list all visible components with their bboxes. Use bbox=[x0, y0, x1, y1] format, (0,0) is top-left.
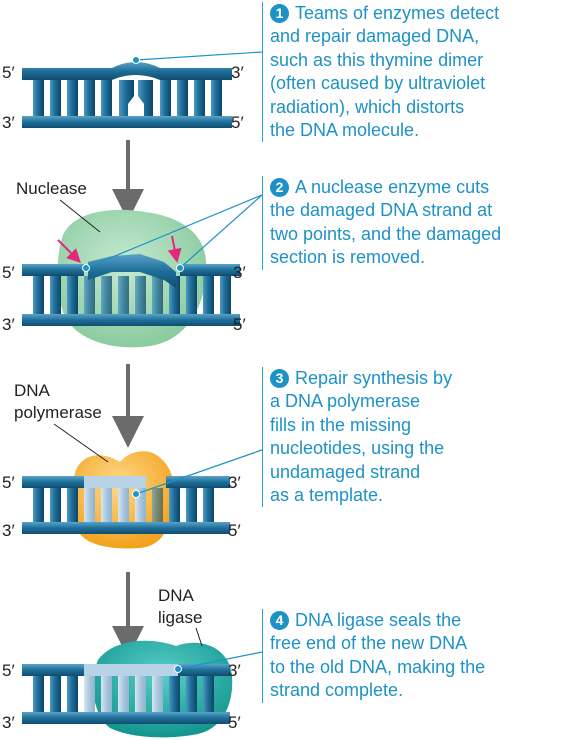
step4-bottom-strand bbox=[22, 712, 230, 724]
polymerase-label-line1: DNA bbox=[14, 381, 51, 400]
step2-bottom-right-end: 5′ bbox=[233, 315, 246, 334]
step2-top-right-end: 3′ bbox=[233, 263, 246, 282]
step4-line4: strand complete. bbox=[270, 680, 404, 701]
cut-arrow-left bbox=[57, 239, 81, 263]
step1-callout-dot bbox=[132, 56, 140, 64]
step1-rungs-right bbox=[160, 80, 222, 116]
step4-top-left-end: 5′ bbox=[2, 661, 15, 680]
step2-nuclease-cut: Nuclease 5′ 3′ 3′ 5′ bbox=[2, 179, 263, 348]
step1-top-left-end: 5′ bbox=[2, 63, 15, 82]
cut-arrow-right bbox=[167, 235, 182, 263]
step2-callout-dot-right bbox=[176, 264, 184, 272]
step3-line5: undamaged strand bbox=[270, 461, 421, 482]
step4-rungs bbox=[33, 676, 214, 712]
nuclease-label-leader bbox=[59, 199, 101, 233]
step3-line3: fills in the missing bbox=[270, 414, 412, 435]
step3-new-strand bbox=[84, 476, 146, 488]
step3-callout-line bbox=[135, 449, 263, 495]
step3-callout-dot bbox=[132, 490, 140, 498]
step1-top-right-end: 3′ bbox=[231, 63, 244, 82]
step1-callout-line bbox=[135, 51, 263, 61]
step1-line3: such as this thymine dimer bbox=[270, 49, 484, 70]
step3-top-right-end: 3′ bbox=[228, 473, 241, 492]
step3-repair-synthesis: DNA polymerase 5′ 3′ 3′ 5′ bbox=[2, 381, 263, 549]
polymerase-label-line2: polymerase bbox=[14, 403, 102, 422]
step4-bottom-left-end: 3′ bbox=[2, 713, 15, 732]
step2-top-strand-left bbox=[22, 264, 84, 276]
step3-bottom-strand bbox=[22, 522, 230, 534]
step1-line6: the DNA molecule. bbox=[270, 120, 420, 141]
step1-dna-molecule: 5′ 3′ 3′ 5′ bbox=[2, 51, 263, 132]
step3-rungs bbox=[33, 488, 214, 522]
nuclease-enzyme bbox=[57, 209, 207, 348]
removed-damaged-section bbox=[88, 254, 176, 288]
step4-bottom-right-end: 5′ bbox=[228, 713, 241, 732]
step2-callout-dot-left bbox=[82, 264, 90, 272]
step3-number-badge: 3 bbox=[270, 369, 289, 388]
step2-bottom-strand bbox=[22, 314, 240, 326]
polymerase-label-leader bbox=[53, 423, 109, 463]
step4-callout-dot bbox=[174, 665, 182, 673]
step2-top-strand-right bbox=[180, 264, 240, 276]
step1-bottom-left-end: 3′ bbox=[2, 113, 15, 132]
step2-line2: the damaged DNA strand at bbox=[270, 200, 493, 221]
step4-ligation: DNA ligase 5′ 3′ 3′ 5′ bbox=[2, 586, 263, 738]
step3-bottom-left-end: 3′ bbox=[2, 521, 15, 540]
ligase-label-leader bbox=[195, 627, 203, 647]
step1-top-strand bbox=[22, 62, 232, 80]
thymine-dimer bbox=[119, 80, 153, 116]
step2-line3: two points, and the damaged bbox=[270, 223, 502, 244]
step4-line3: to the old DNA, making the bbox=[270, 656, 486, 677]
step3-bottom-right-end: 5′ bbox=[228, 521, 241, 540]
step1-number-badge: 1 bbox=[270, 4, 289, 23]
step4-new-strand bbox=[84, 664, 178, 676]
step2-bottom-left-end: 3′ bbox=[2, 315, 15, 334]
step2-line4: section is removed. bbox=[270, 247, 426, 268]
step1-line5: radiation), which distorts bbox=[270, 96, 465, 117]
step2-number-badge: 2 bbox=[270, 178, 289, 197]
step1-bottom-strand bbox=[22, 116, 232, 128]
step2-top-left-end: 5′ bbox=[2, 263, 15, 282]
step1-bottom-right-end: 5′ bbox=[231, 113, 244, 132]
step4-top-strand-left bbox=[22, 664, 84, 676]
step1-line4: (often caused by ultraviolet bbox=[270, 73, 486, 94]
step3-line4: nucleotides, using the bbox=[270, 438, 445, 459]
step3-top-left-end: 5′ bbox=[2, 473, 15, 492]
nuclease-label: Nuclease bbox=[16, 179, 87, 198]
step2-rungs bbox=[33, 276, 231, 314]
step4-line2: free end of the new DNA bbox=[270, 633, 468, 654]
step3-line2: a DNA polymerase bbox=[270, 391, 421, 412]
step3-line6: as a template. bbox=[270, 485, 384, 506]
step1-line2: and repair damaged DNA, bbox=[270, 26, 480, 47]
step1-rungs-left bbox=[33, 80, 112, 116]
step4-top-strand-right bbox=[178, 664, 230, 676]
ligase-label-line2: ligase bbox=[158, 608, 202, 627]
step4-number-badge: 4 bbox=[270, 611, 289, 630]
step3-top-strand-left bbox=[22, 476, 84, 488]
step3-top-strand-right bbox=[166, 476, 230, 488]
ligase-label-line1: DNA bbox=[158, 586, 195, 605]
step2-callout-line-left bbox=[85, 194, 263, 269]
step4-top-right-end: 3′ bbox=[228, 661, 241, 680]
step2-callout-line-right bbox=[179, 194, 263, 269]
step4-callout-line bbox=[177, 651, 263, 670]
